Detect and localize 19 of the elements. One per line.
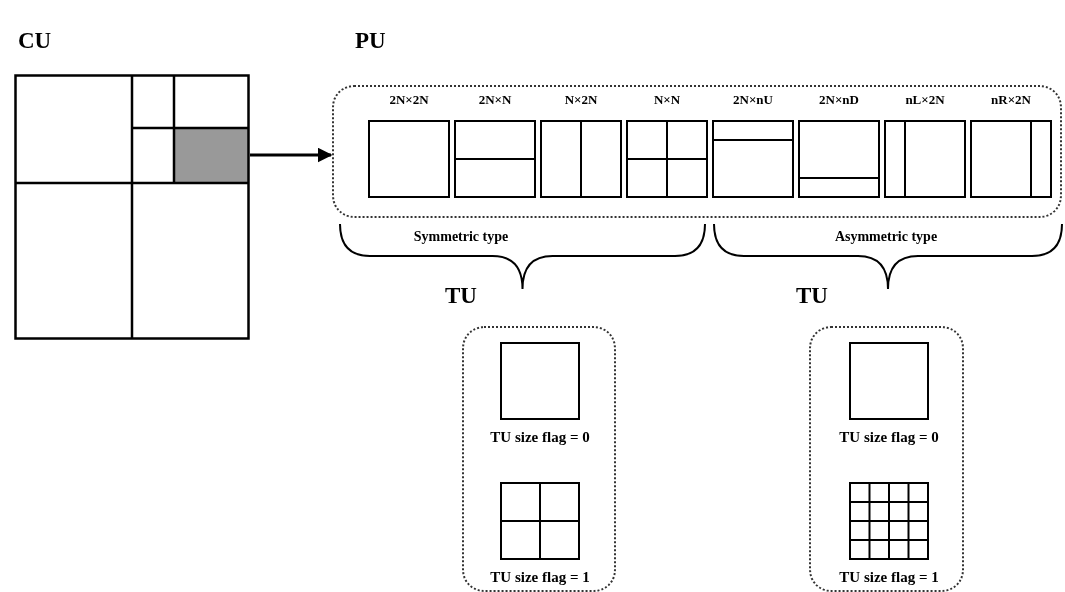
heading: TU xyxy=(796,283,828,309)
heading: CU xyxy=(18,28,52,54)
partition-label: nR×2N xyxy=(990,92,1032,108)
heading: PU xyxy=(355,28,386,54)
partition-label: 2N×N xyxy=(477,92,513,108)
flag-label: TU size flag = 1 xyxy=(489,568,591,586)
partition-label: 2N×nU xyxy=(732,92,774,108)
flag-label: TU size flag = 1 xyxy=(838,568,940,586)
flag-label: TU size flag = 0 xyxy=(838,428,940,446)
partition-label: N×N xyxy=(652,92,682,108)
flag-label: TU size flag = 0 xyxy=(489,428,591,446)
heading: TU xyxy=(445,283,477,309)
partition-label: nL×2N xyxy=(904,92,946,108)
partition-label: 2N×nD xyxy=(818,92,860,108)
brace-label: Asymmetric type xyxy=(833,229,939,245)
arrow xyxy=(250,147,333,163)
partition-label: 2N×2N xyxy=(388,92,430,108)
partition-label: N×2N xyxy=(563,92,599,108)
brace-label: Symmetric type xyxy=(412,229,510,245)
